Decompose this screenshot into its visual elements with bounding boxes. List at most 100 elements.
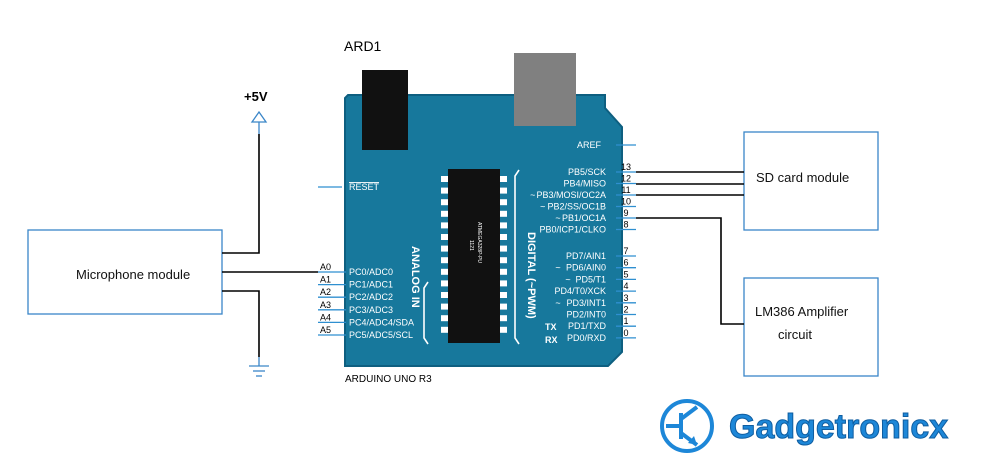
- digital-pin-number: 5: [623, 269, 628, 279]
- digital-pin-number: 13: [621, 162, 631, 172]
- digital-pin-name: PB5/SCK: [568, 167, 606, 177]
- wire-mic-vcc: [222, 134, 260, 254]
- chip-pin-left: [441, 280, 448, 287]
- usb-port: [514, 53, 576, 126]
- digital-header: DIGITAL (~PWM): [525, 232, 537, 319]
- analog-pin-number: A0: [320, 262, 331, 272]
- digital-pin-name: PB3/MOSI/OC2A: [536, 190, 606, 200]
- analog-pin-name: PC4/ADC4/SDA: [349, 317, 414, 327]
- digital-pin-number: 11: [621, 185, 630, 195]
- digital-pin-name: PD7/AIN1: [566, 251, 606, 261]
- digital-pin-number: 4: [623, 281, 628, 291]
- rx-label: RX: [545, 335, 558, 345]
- sd-card-module-box: [743, 131, 879, 231]
- digital-pin-number: 12: [621, 174, 631, 184]
- digital-bracket: [514, 169, 520, 345]
- chip-pin-right: [500, 280, 507, 287]
- board-ref-label: ARD1: [344, 38, 382, 54]
- chip-pins: [441, 176, 507, 333]
- chip-pin-left: [441, 245, 448, 252]
- digital-pin-name: PB4/MISO: [563, 179, 606, 189]
- atmega-chip: [448, 169, 500, 343]
- power-jack: [362, 70, 408, 150]
- digital-pin-number: 2: [623, 305, 628, 315]
- analog-pin-number: A5: [320, 325, 331, 335]
- chip-pin-right: [500, 234, 507, 240]
- chip-pin-right: [500, 303, 507, 310]
- analog-pin-number: A4: [320, 312, 331, 322]
- chip-pin-right: [500, 245, 507, 252]
- chip-pin-left: [441, 303, 448, 310]
- digital-pin-number: 7: [623, 246, 628, 256]
- chip-pin-right: [500, 176, 507, 182]
- chip-label: ATMEGA328P-PU: [476, 222, 482, 263]
- tx-label: TX: [545, 322, 557, 332]
- ground-symbol-icon: [249, 365, 269, 377]
- digital-pin-name: PB2/SS/OC1B: [547, 202, 606, 212]
- power-label: +5V: [244, 89, 268, 104]
- pwm-marker: ~: [565, 274, 570, 284]
- chip-pin-left: [441, 234, 448, 240]
- analog-pin-name: PC1/ADC1: [349, 280, 393, 290]
- board-name-label: ARDUINO UNO R3: [345, 374, 432, 385]
- chip-pin-left: [441, 292, 448, 298]
- digital-pin-name: PD5/T1: [575, 274, 606, 284]
- chip-pin-right: [500, 199, 507, 206]
- digital-pin-name: PD2/INT0: [566, 310, 606, 320]
- chip-pin-left: [441, 222, 448, 229]
- chip-pin-right: [500, 187, 507, 194]
- pwm-marker: ~: [540, 202, 545, 212]
- analog-pin-number: A2: [320, 287, 331, 297]
- wire-mic-gnd: [222, 290, 260, 357]
- sd-card-module-label: SD card module: [756, 170, 849, 185]
- chip-pin-left: [441, 199, 448, 206]
- amplifier-box: [743, 277, 879, 377]
- chip-code: 1121: [468, 240, 474, 251]
- digital-pin-number: 0: [623, 328, 628, 338]
- analog-in-header: ANALOG IN: [409, 246, 421, 308]
- pwm-marker: ~: [555, 213, 560, 223]
- chip-pin-left: [441, 315, 448, 322]
- chip-pin-right: [500, 326, 507, 333]
- analog-pin-number: A1: [320, 275, 331, 285]
- digital-pin-name: PD4/T0/XCK: [554, 286, 606, 296]
- digital-pin-number: 6: [623, 258, 628, 268]
- chip-pin-right: [500, 315, 507, 322]
- wire-d9-amp: [636, 217, 744, 325]
- logo-text: Gadgetronicx: [729, 408, 948, 446]
- digital-pin-name: PD0/RXD: [567, 333, 607, 343]
- gadgetronicx-logo: Gadgetronicx: [660, 399, 949, 453]
- pwm-marker: ~: [555, 298, 560, 308]
- wires: [222, 134, 744, 357]
- logo-transistor-icon: [660, 399, 714, 453]
- digital-pin-number: 1: [623, 316, 628, 326]
- digital-pins: 13PB5/SCK12PB4/MISO11PB3/MOSI/OC2A~10PB2…: [530, 162, 636, 343]
- chip-pin-left: [441, 176, 448, 182]
- microphone-module-label: Microphone module: [76, 267, 190, 282]
- digital-pin-number: 10: [621, 197, 631, 207]
- chip-pin-right: [500, 292, 507, 298]
- microphone-module-box: [27, 229, 223, 315]
- analog-pin-number: A3: [320, 300, 331, 310]
- digital-pin-number: 8: [623, 220, 628, 230]
- digital-pin-name: PD1/TXD: [568, 321, 607, 331]
- chip-pin-right: [500, 210, 507, 217]
- logo-arrow-icon: [688, 436, 697, 445]
- chip-pin-right: [500, 268, 507, 275]
- chip-pin-left: [441, 187, 448, 194]
- digital-pin-name: PB1/OC1A: [562, 213, 606, 223]
- chip-pin-right: [500, 257, 507, 264]
- analog-bracket: [423, 281, 429, 345]
- digital-pin-name: PD6/AIN0: [566, 263, 606, 273]
- amplifier-label-line2: circuit: [778, 327, 812, 342]
- analog-pin-name: PC2/ADC2: [349, 292, 393, 302]
- analog-pin-name: PC0/ADC0: [349, 267, 393, 277]
- amplifier-label-line1: LM386 Amplifier: [755, 304, 849, 319]
- digital-pin-name: PB0/ICP1/CLKO: [539, 225, 606, 235]
- chip-pin-left: [441, 268, 448, 275]
- digital-pin-number: 9: [623, 208, 628, 218]
- chip-pin-left: [441, 326, 448, 333]
- aref-label: AREF: [577, 140, 602, 150]
